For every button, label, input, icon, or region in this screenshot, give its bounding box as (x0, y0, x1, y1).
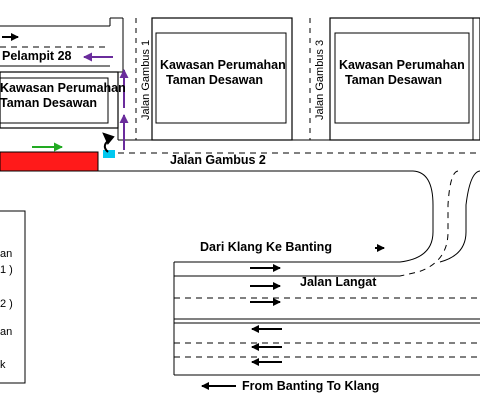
housing-block-right (329, 17, 480, 141)
legend-box (0, 210, 26, 384)
black-arrows (2, 33, 385, 390)
housing-block-right-inner (334, 32, 470, 124)
banting-klang-label: From Banting To Klang (242, 379, 380, 393)
langat-label: Jalan Langat (300, 275, 377, 289)
pelampit-label: Pelampit 28 (2, 49, 72, 63)
mid-block-label-2: Taman Desawan (166, 73, 264, 87)
right-block-label-1: Kawasan Perumahan (339, 58, 465, 72)
housing-block-mid-inner (155, 32, 287, 124)
gambus3-label: Jalan Gambus 3 (314, 39, 326, 120)
pelampit-road (0, 17, 123, 67)
gambus2-label: Jalan Gambus 2 (170, 153, 266, 167)
junction-curves (174, 170, 480, 277)
legend-item-3: 2 ) (0, 298, 13, 310)
legend-item-4: an (0, 326, 13, 338)
purple-arrows (83, 52, 129, 150)
red-bar (0, 151, 99, 172)
housing-block-mid (151, 17, 293, 141)
left-block-label-1: Kawasan Perumahan (0, 81, 126, 95)
legend-item-2: 1 ) (0, 264, 13, 276)
klang-banting-label: Dari Klang Ke Banting (200, 240, 332, 254)
turn-arrow-icon (102, 132, 115, 153)
mid-block-label-1: Kawasan Perumahan (160, 58, 286, 72)
housing-block-left (0, 71, 119, 129)
left-block-label-2: Taman Desawan (0, 96, 98, 110)
right-block-label-2: Taman Desawan (345, 73, 443, 87)
legend-item-1: an (0, 248, 13, 260)
gambus2-road (98, 128, 480, 172)
legend-item-5: k (0, 359, 6, 371)
gambus1-label: Jalan Gambus 1 (140, 39, 152, 120)
housing-block-left-inner (0, 77, 109, 124)
cyan-marker (103, 150, 115, 158)
langat-highway (173, 262, 480, 376)
